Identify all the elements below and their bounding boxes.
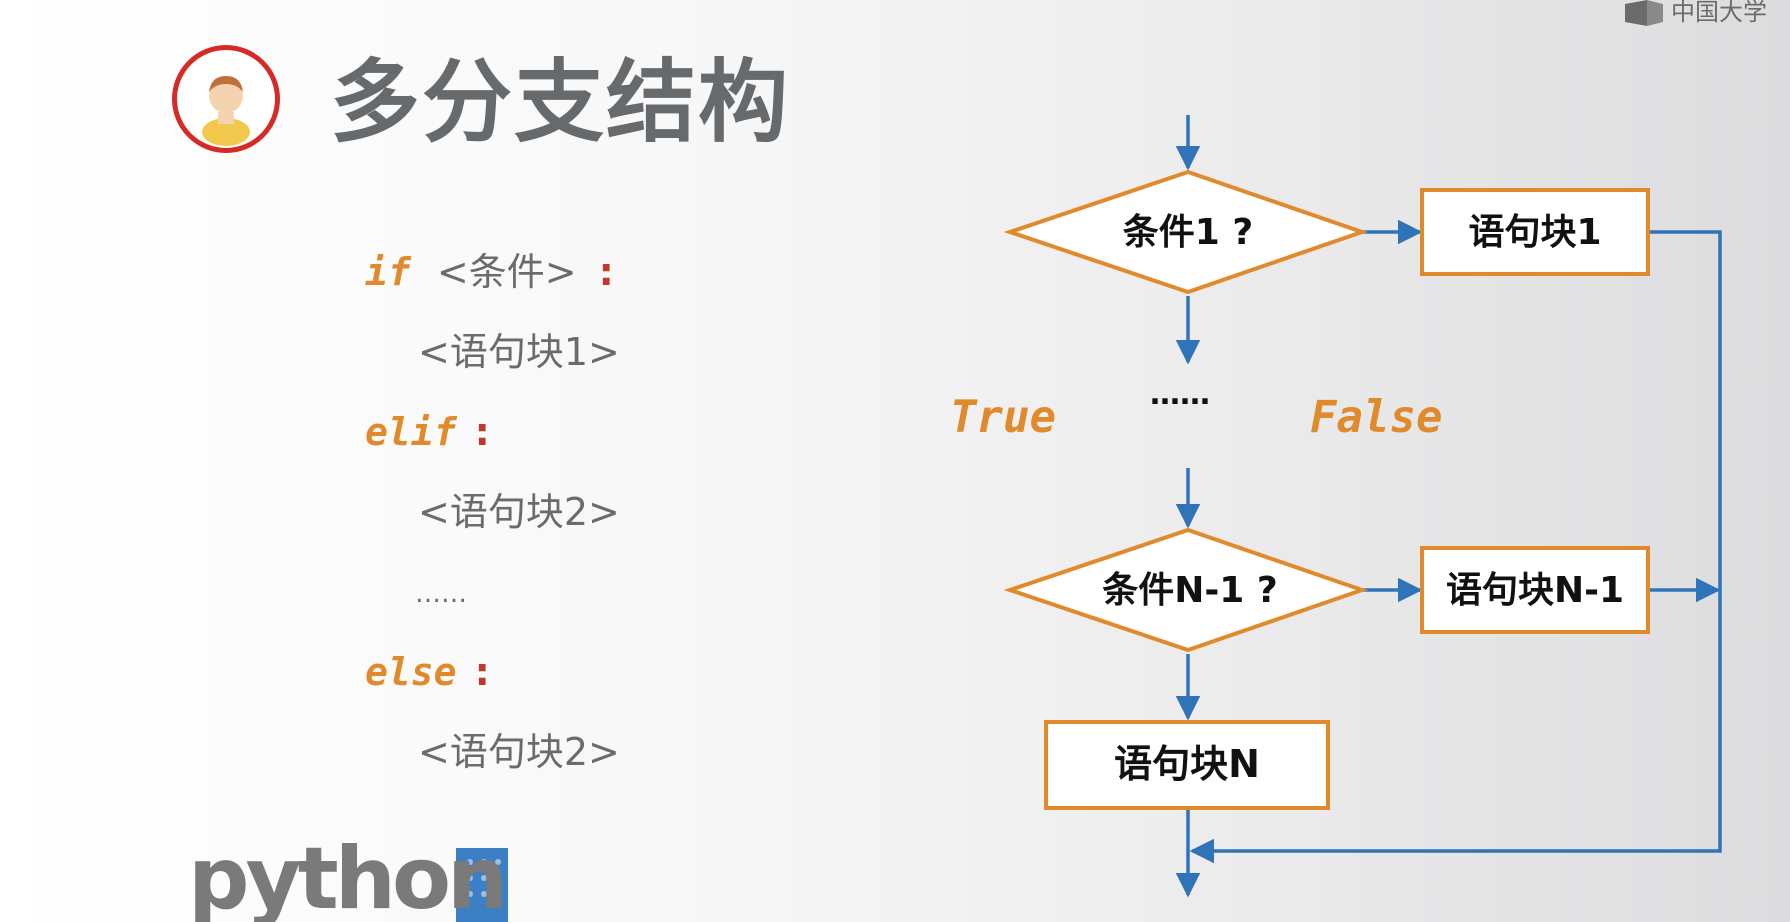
- decision-condn1: 条件N-1 ?: [1003, 527, 1369, 653]
- code-line-block1: <语句块1>: [418, 330, 620, 374]
- decision-cond1-label: 条件1 ?: [1123, 212, 1253, 253]
- merge-rail: [1189, 230, 1722, 864]
- keyword-else: else: [365, 650, 457, 694]
- decision-cond1: 条件1 ?: [1003, 169, 1369, 295]
- colon: :: [598, 250, 614, 294]
- decision-condn1-label: 条件N-1 ?: [1102, 570, 1278, 611]
- flow-ellipsis: ……: [1150, 377, 1210, 412]
- code-line-block2: <语句块2>: [418, 490, 620, 534]
- process-blockn1-label: 语句块N-1: [1446, 570, 1624, 611]
- code-line-else: else :: [365, 650, 490, 694]
- false-label: False: [1310, 392, 1442, 443]
- code-line-if: if <条件> :: [365, 250, 614, 294]
- process-blockn-label: 语句块N: [1114, 742, 1260, 786]
- process-block1: 语句块1: [1420, 188, 1650, 276]
- corner-logo-text: 中国大学: [1671, 0, 1767, 26]
- python-logo-text: python: [188, 830, 504, 922]
- corner-logo: 中国大学: [1625, 0, 1790, 26]
- keyword-elif: elif: [365, 410, 457, 454]
- flow-connectors: [1175, 115, 1722, 898]
- code-line-ellipsis: ……: [415, 579, 467, 609]
- condition-placeholder: <条件>: [436, 250, 577, 294]
- python-logo: python: [188, 830, 508, 922]
- process-blockn1: 语句块N-1: [1420, 546, 1650, 634]
- keyword-if: if: [365, 250, 411, 294]
- colon: :: [474, 410, 490, 454]
- code-line-block-else: <语句块2>: [418, 730, 620, 774]
- code-line-elif: elif :: [365, 410, 490, 454]
- corner-logo-icon: 中国大学: [1625, 0, 1767, 26]
- true-label: True: [950, 392, 1056, 443]
- page-title: 多分支结构: [330, 50, 790, 155]
- process-block1-label: 语句块1: [1468, 212, 1601, 253]
- colon: :: [474, 650, 490, 694]
- process-blockn: 语句块N: [1044, 720, 1330, 810]
- user-avatar-icon: [172, 45, 280, 153]
